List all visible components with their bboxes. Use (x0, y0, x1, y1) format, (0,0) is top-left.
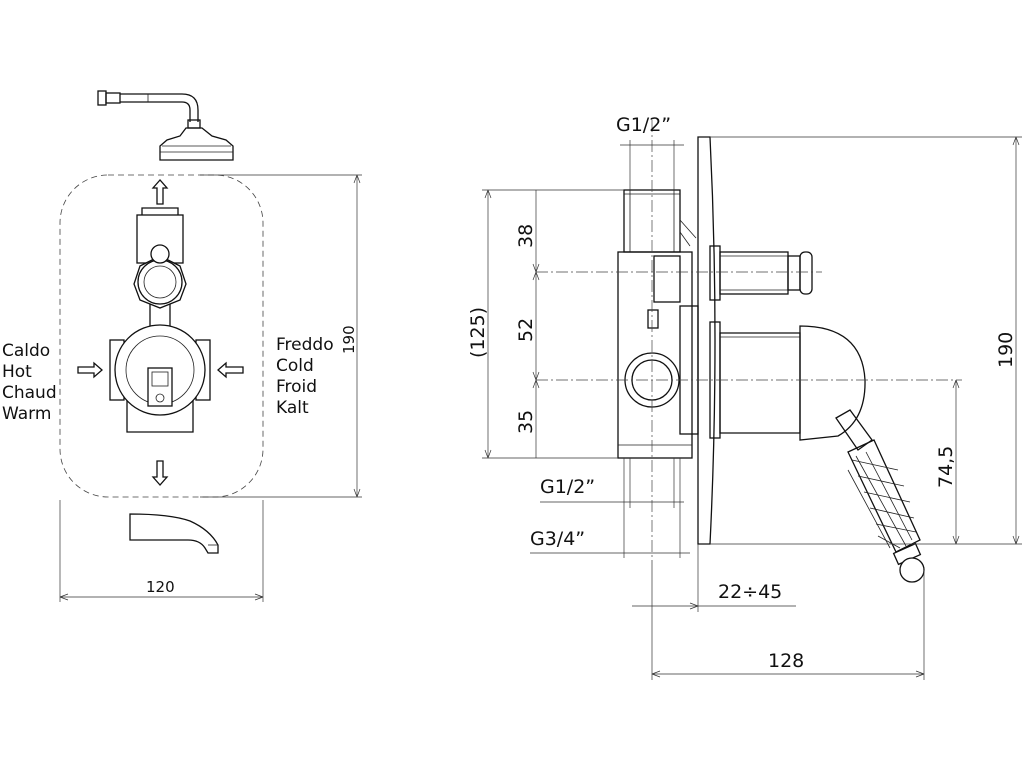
thread-mid-label: G1/2” (540, 476, 595, 498)
thread-top-label: G1/2” (616, 114, 671, 136)
dim-128-label: 128 (768, 650, 804, 672)
mixer-handle (709, 321, 925, 583)
dimension-74-5: 74,5 (935, 379, 960, 545)
hot-label-fr: Chaud (2, 383, 57, 403)
dimension-thread-top: G1/2” (616, 114, 684, 190)
thread-bottom-label: G3/4” (530, 528, 585, 550)
shower-head (97, 90, 234, 161)
cold-inlet-labels: Freddo Cold Froid Kalt (276, 335, 334, 418)
dim-125-label: (125) (467, 307, 489, 358)
dimension-thread-bottom: G1/2” G3/4” (530, 458, 690, 558)
hot-label-it: Caldo (2, 341, 50, 361)
wall-plate-outline (59, 174, 264, 498)
bath-spout (129, 513, 219, 554)
dim-52-label: 52 (515, 318, 537, 342)
dim-38-label: 38 (515, 224, 537, 248)
cold-label-de: Kalt (276, 398, 309, 418)
valve-body-side (617, 189, 699, 459)
cold-label-fr: Froid (276, 377, 317, 397)
dim-190-side-label: 190 (995, 332, 1017, 368)
hot-inlet-labels: Caldo Hot Chaud Warm (2, 341, 57, 424)
side-view: G1/2” (125) 38 52 35 G1/2” G3/4” (467, 114, 1022, 680)
cold-label-it: Freddo (276, 335, 334, 355)
dim-74-5-label: 74,5 (935, 446, 957, 488)
dim-120-label: 120 (146, 578, 175, 596)
arrow-up-icon (151, 179, 169, 205)
cold-label-en: Cold (276, 356, 314, 376)
valve-front (109, 207, 211, 433)
arrow-right-icon (77, 361, 103, 379)
arrow-down-icon (151, 460, 169, 486)
dim-190-front-label: 190 (340, 325, 358, 354)
hot-label-de: Warm (2, 404, 51, 424)
dimension-stack-left: (125) 38 52 35 (467, 189, 624, 459)
dimension-width-120: 120 (59, 500, 264, 602)
diverter-knob (709, 245, 813, 301)
dimension-height-190-side: 190 (710, 136, 1022, 545)
dimension-22-45: 22÷45 (632, 544, 796, 612)
front-view: Caldo Hot Chaud Warm Freddo Cold Froid K… (2, 90, 362, 602)
hot-label-en: Hot (2, 362, 32, 382)
dimension-128: 128 (651, 560, 925, 680)
wall-plate-side (697, 136, 716, 545)
dim-35-label: 35 (515, 410, 537, 434)
arrow-left-icon (217, 361, 244, 379)
dim-22-45-label: 22÷45 (718, 581, 782, 603)
dimension-height-190-front: 190 (200, 174, 362, 498)
